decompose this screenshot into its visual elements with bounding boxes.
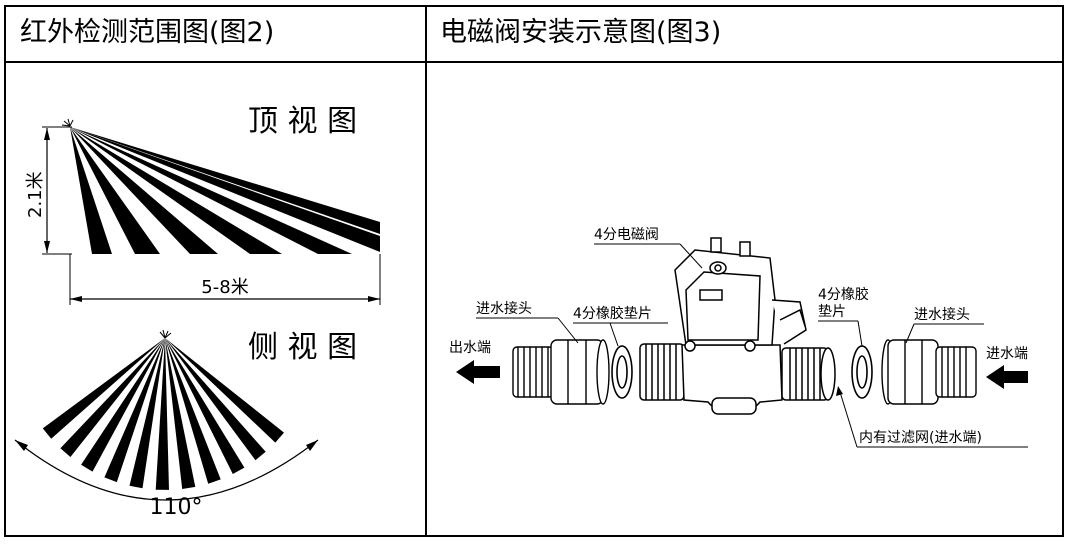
detection-ray [42,338,165,439]
table-frame: 红外检测范围图(图2) 电磁阀安装示意图(图3) [4,5,1064,537]
right-inlet-connector [881,339,977,405]
outlet-end-label: 出水端 [449,340,491,356]
right-rubber-gasket [851,345,873,399]
detection-ray [70,127,380,234]
side-view-diagram: 侧 视 图 110° [14,329,357,520]
width-label: 5-8米 [201,277,248,298]
detection-ray [165,338,266,461]
angle-label: 110° [150,495,203,520]
detection-ray [165,338,245,474]
right-panel-header: 电磁阀安装示意图(图3) [440,17,722,48]
inlet-arrow [986,365,1028,389]
left-gasket-label: 4分橡胶垫片 [573,305,652,322]
detection-ray [129,338,165,489]
outlet-arrow [456,360,500,384]
detection-ray [60,338,165,457]
right-inlet-connector-label: 进水接头 [914,306,970,323]
right-gasket-label-line2: 垫片 [818,304,846,320]
left-rubber-gasket [611,345,633,399]
solenoid-valve [639,237,836,415]
detection-ray [104,338,165,483]
height-dimension [42,126,72,255]
detection-ray [81,338,165,472]
inlet-end-label: 进水端 [986,346,1028,362]
right-gasket-label-line1: 4分橡胶 [818,286,869,303]
side-view-title: 侧 视 图 [248,330,357,365]
top-view-sensor-icon [61,118,74,127]
detection-ray [155,338,169,490]
detection-ray [70,127,380,252]
detection-ray [70,127,282,254]
side-view-sensor-icon [159,329,172,339]
top-view-title: 顶 视 图 [248,104,357,139]
column-divider [425,7,427,535]
angle-dimension [14,439,319,501]
detection-ray [165,338,196,489]
top-view-detection-rays [70,127,380,254]
detection-ray [165,338,221,484]
detection-ray [165,338,284,443]
detection-ray [70,127,352,254]
left-panel-header: 红外检测范围图(图2) [20,17,275,48]
detection-ray [70,127,160,254]
valve-label: 4分电磁阀 [594,227,659,243]
left-inlet-connector [512,339,610,405]
filter-note-label: 内有过滤网(进水端) [859,430,982,446]
left-inlet-connector-label: 进水接头 [476,300,532,317]
side-view-detection-rays [42,338,284,490]
header-divider [6,61,1062,63]
height-label: 2.1米 [25,171,46,218]
valve-assembly-diagram: 出水端 [449,227,1028,448]
detection-ray [70,127,112,254]
detection-ray [70,127,218,254]
width-dimension [69,254,381,305]
top-view-diagram: 顶 视 图 2.1米 5-8米 [25,104,381,305]
